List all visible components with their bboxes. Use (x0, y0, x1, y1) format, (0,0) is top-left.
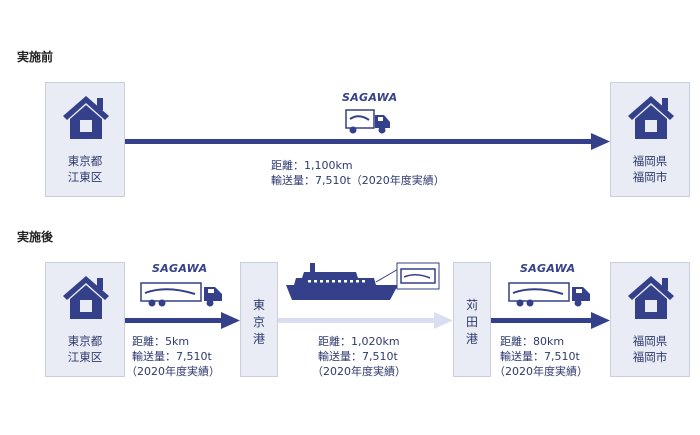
origin-label-line2: 江東区 (67, 170, 103, 184)
leg1-volume: 輸送量：7,510t (132, 350, 212, 363)
section-title-after: 実施後 (17, 230, 54, 244)
section-title-before: 実施前 (17, 50, 54, 64)
port-char: 港 (252, 332, 265, 346)
route-arrow-leg1 (125, 312, 240, 329)
brand-logo-left: SAGAWA (152, 262, 208, 275)
destination-label-line1: 福岡県 (632, 154, 668, 168)
leg2-note: （2020年度実績） (312, 365, 406, 378)
trailer-truck-icon (508, 282, 590, 307)
destination-label-line2: 福岡市 (632, 350, 668, 364)
route-arrow-leg3 (491, 312, 610, 329)
leg3-note: （2020年度実績） (494, 365, 588, 378)
leg2-distance: 距離：1,020km (318, 335, 400, 348)
port-label-tokyo: 東 京 港 (241, 297, 277, 348)
brand-logo-before: SAGAWA (342, 91, 398, 104)
route-arrow-leg2 (278, 312, 453, 329)
port-char: 苅 (465, 298, 478, 312)
destination-box-before: 福岡県 福岡市 (610, 82, 690, 197)
volume-before: 輸送量：7,510t（2020年度実績） (271, 174, 445, 187)
origin-label-line1: 東京都 (67, 334, 103, 348)
origin-label-line2: 江東区 (67, 350, 103, 364)
house-icon (628, 276, 674, 319)
origin-box-before: 東京都 江東区 (45, 82, 125, 197)
ferry-icon (286, 263, 401, 300)
port-char: 京 (252, 315, 265, 329)
leg1-note: （2020年度実績） (126, 365, 220, 378)
truck-icon (345, 109, 390, 134)
port-label-kanda: 苅 田 港 (454, 297, 490, 348)
brand-logo-right: SAGAWA (520, 262, 576, 275)
port-box-kanda: 苅 田 港 (453, 262, 491, 377)
origin-box-after: 東京都 江東区 (45, 262, 125, 377)
port-box-tokyo: 東 京 港 (240, 262, 278, 377)
origin-label-line1: 東京都 (67, 154, 103, 168)
leg3-volume: 輸送量：7,510t (500, 350, 580, 363)
destination-label-line1: 福岡県 (632, 334, 668, 348)
destination-label-line2: 福岡市 (632, 170, 668, 184)
port-char: 田 (465, 315, 478, 329)
route-arrow-before (125, 133, 610, 150)
house-icon (63, 96, 109, 139)
container-icon (396, 262, 440, 290)
house-icon (628, 96, 674, 139)
port-char: 港 (465, 332, 478, 346)
leg3-distance: 距離：80km (500, 335, 565, 348)
destination-box-after: 福岡県 福岡市 (610, 262, 690, 377)
trailer-truck-icon (140, 282, 222, 307)
leg2-volume: 輸送量：7,510t (318, 350, 398, 363)
distance-before: 距離：1,100km (271, 159, 353, 172)
port-char: 東 (252, 298, 265, 312)
house-icon (63, 276, 109, 319)
leg1-distance: 距離：5km (132, 335, 190, 348)
